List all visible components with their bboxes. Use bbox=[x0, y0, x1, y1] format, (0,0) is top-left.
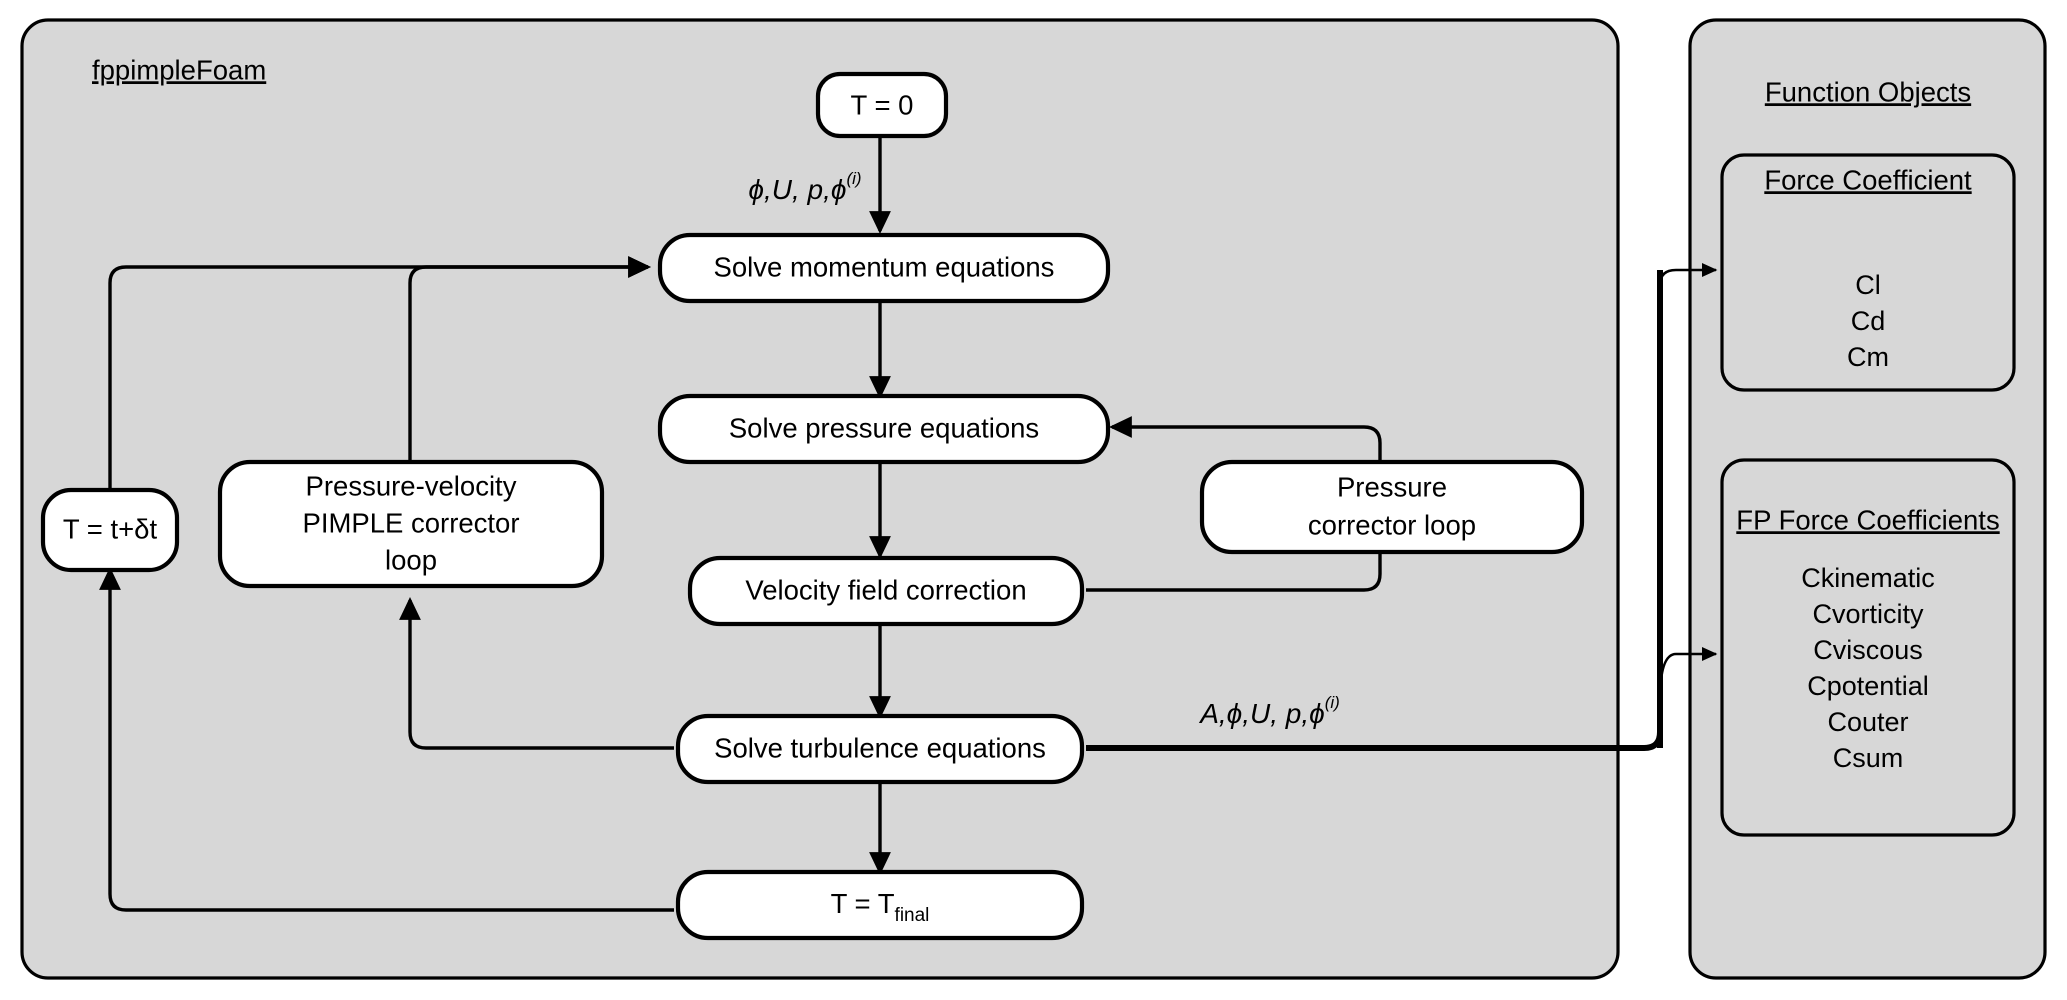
edge-label-turbulence-output-base: A,ϕ,U, p,ϕ bbox=[1198, 698, 1325, 729]
node-momentum[interactable] bbox=[657, 232, 1111, 304]
node-pressure-loop-label-line2: corrector loop bbox=[1308, 509, 1476, 540]
edge-branch-to-force-coefficient bbox=[1658, 262, 1718, 286]
edge-label-turbulence-output: A,ϕ,U, p,ϕ(i) bbox=[1198, 693, 1340, 729]
solver-panel-title: fppimpleFoam bbox=[92, 54, 266, 85]
force-coefficient-title: Force Coefficient bbox=[1764, 164, 1972, 195]
fp-force-coefficients-item: Cviscous bbox=[1813, 635, 1923, 665]
node-pressure-loop-label-line1: Pressure bbox=[1337, 471, 1447, 502]
node-pimple-loop-label-line2: PIMPLE corrector bbox=[302, 507, 519, 538]
force-coefficient-group bbox=[1720, 153, 2016, 392]
node-pimple-loop-label-line3: loop bbox=[385, 544, 437, 575]
node-pimple-corrector-loop[interactable] bbox=[217, 459, 605, 589]
edge-label-initial-fields-base: ϕ,U, p,ϕ bbox=[748, 174, 846, 205]
fp-force-coefficients-item: Cvorticity bbox=[1812, 599, 1924, 629]
force-coefficient-item: Cm bbox=[1847, 342, 1889, 372]
force-coefficient-item: Cl bbox=[1855, 270, 1881, 300]
fp-force-coefficients-item: Csum bbox=[1833, 743, 1904, 773]
edge-label-turbulence-output-superscript: (i) bbox=[1325, 693, 1340, 712]
fp-force-coefficients-item: Couter bbox=[1827, 707, 1908, 737]
node-final-prefix: T = T bbox=[831, 888, 895, 919]
node-final-subscript: final bbox=[895, 905, 930, 926]
solver-panel bbox=[20, 18, 1620, 980]
fp-force-coefficients-item: Cpotential bbox=[1807, 671, 1929, 701]
node-velocity-correction-label: Velocity field correction bbox=[745, 574, 1026, 605]
node-final-label: T = Tfinal bbox=[831, 888, 930, 926]
node-time-step-label: T = t+δt bbox=[63, 513, 158, 544]
node-final[interactable] bbox=[675, 869, 1085, 941]
fp-force-coefficients-title: FP Force Coefficients bbox=[1736, 504, 1999, 535]
edge-final-to-timestep bbox=[99, 567, 674, 912]
edge-pressure-loop-to-pressure bbox=[1109, 416, 1382, 462]
node-momentum-label: Solve momentum equations bbox=[714, 251, 1055, 282]
node-pressure-label: Solve pressure equations bbox=[729, 412, 1039, 443]
edge-label-initial-fields-superscript: (i) bbox=[846, 169, 861, 188]
node-time-step[interactable] bbox=[40, 487, 180, 573]
node-pimple-loop-label-line1: Pressure-velocity bbox=[306, 470, 517, 501]
node-turbulence[interactable] bbox=[675, 713, 1085, 785]
edge-turbulence-to-pimple-loop bbox=[399, 597, 674, 750]
node-start[interactable] bbox=[815, 71, 949, 139]
edge-label-initial-fields: ϕ,U, p,ϕ(i) bbox=[748, 169, 861, 205]
fp-force-coefficients-item: Ckinematic bbox=[1801, 563, 1935, 593]
force-coefficient-item: Cd bbox=[1851, 306, 1886, 336]
node-start-label: T = 0 bbox=[851, 89, 914, 120]
node-velocity-correction[interactable] bbox=[687, 555, 1085, 627]
edge-timestep-to-momentum bbox=[108, 256, 651, 490]
node-pressure-corrector-loop[interactable] bbox=[1199, 459, 1585, 555]
edge-velocity-to-pressure-loop bbox=[1086, 521, 1391, 592]
fp-force-coefficients-group bbox=[1720, 458, 2016, 837]
function-objects-title: Function Objects bbox=[1765, 76, 1971, 107]
node-turbulence-label: Solve turbulence equations bbox=[714, 732, 1046, 763]
node-pressure[interactable] bbox=[657, 393, 1111, 465]
